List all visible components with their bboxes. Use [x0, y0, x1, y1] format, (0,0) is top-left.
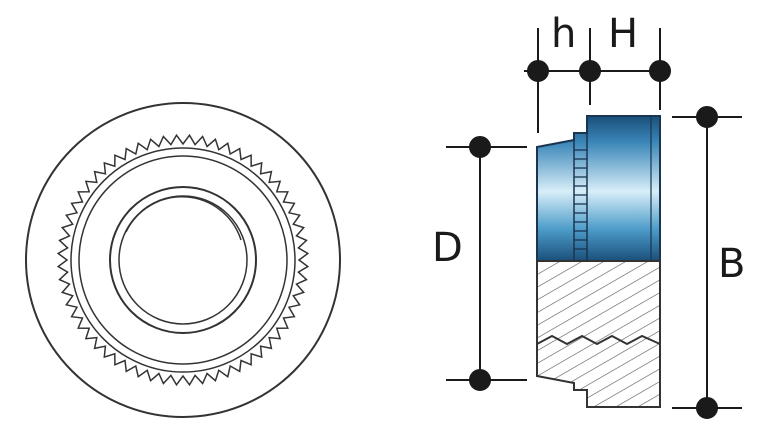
label-D: D	[432, 225, 463, 271]
dim-dot	[696, 106, 718, 128]
thread-inner-circle	[118, 195, 248, 325]
knurl-teeth-outline	[56, 133, 310, 387]
dim-dot	[527, 60, 549, 82]
dim-dot	[649, 60, 671, 82]
dim-dot	[469, 369, 491, 391]
knurl-teeth	[574, 149, 587, 250]
label-h: h	[551, 11, 577, 57]
label-H: H	[608, 11, 639, 57]
dim-dot	[579, 60, 601, 82]
dim-dot	[696, 397, 718, 419]
inner-circle	[78, 155, 288, 365]
thread-outer-circle	[109, 186, 257, 334]
thread-arc	[125, 196, 242, 241]
knurl-inner-circle	[70, 147, 296, 373]
top-view	[25, 102, 341, 418]
dimensions	[446, 28, 742, 419]
section-view	[536, 115, 661, 408]
nut-body-lower	[536, 260, 661, 408]
nut-body-upper	[536, 115, 661, 262]
thread-profile	[536, 334, 661, 346]
dim-dot	[469, 136, 491, 158]
knurl-ring	[56, 133, 310, 387]
outer-flange-circle	[25, 102, 341, 418]
label-B: B	[718, 241, 746, 287]
